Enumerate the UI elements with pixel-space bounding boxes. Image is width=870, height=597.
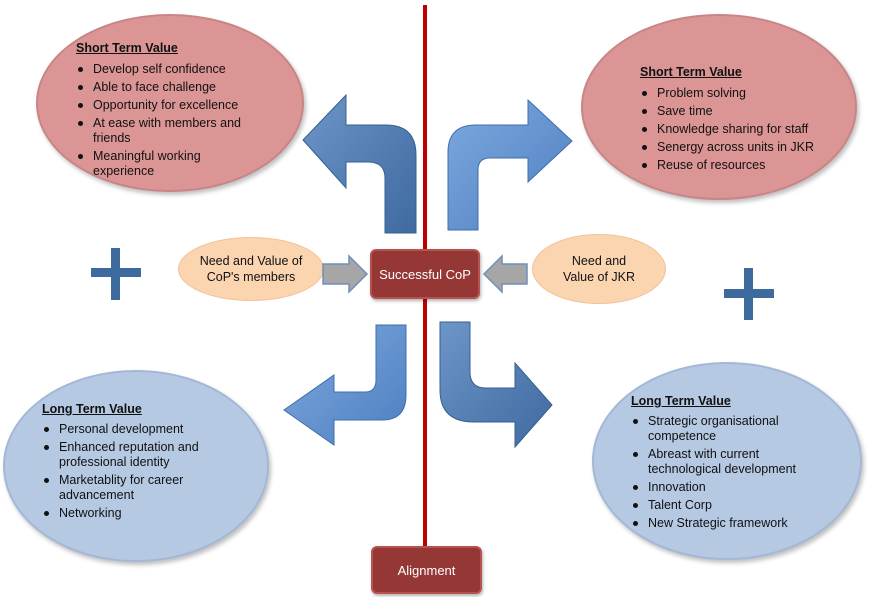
- list-item: Able to face challenge: [75, 80, 265, 95]
- arrow-down-left-icon: [283, 324, 407, 446]
- list-item: New Strategic framework: [630, 516, 822, 531]
- list-item: Networking: [41, 506, 223, 521]
- list-item: Personal development: [41, 422, 223, 437]
- list-item: At ease with members and friends: [75, 116, 265, 146]
- list-item: Marketablity for career advancement: [41, 473, 223, 503]
- left-need-label: Need and Value of CoP's members: [199, 254, 303, 284]
- top-right-value-list: Problem solving Save time Knowledge shar…: [639, 86, 839, 176]
- alignment-box: Alignment: [371, 546, 482, 594]
- top-left-panel-title: Short Term Value: [76, 41, 178, 55]
- list-item: Meaningful working experience: [75, 149, 265, 179]
- list-item: Senergy across units in JKR: [639, 140, 839, 155]
- successful-cop-box: Successful CoP: [370, 249, 480, 299]
- bottom-left-value-list: Personal development Enhanced reputation…: [41, 422, 223, 524]
- list-item: Strategic organisational competence: [630, 414, 822, 444]
- arrow-up-left-icon: [302, 93, 417, 234]
- plus-right-icon: [724, 268, 774, 320]
- list-item: Reuse of resources: [639, 158, 839, 173]
- plus-left-icon: [91, 248, 141, 300]
- list-item: Enhanced reputation and professional ide…: [41, 440, 223, 470]
- list-item: Abreast with current technological devel…: [630, 447, 822, 477]
- arrow-right-small-icon: [322, 254, 369, 294]
- bottom-right-value-ellipse: [592, 362, 862, 560]
- bottom-left-value-ellipse: [3, 370, 269, 562]
- list-item: Opportunity for excellence: [75, 98, 265, 113]
- top-right-value-ellipse: [581, 14, 857, 200]
- arrow-up-right-icon: [447, 98, 573, 231]
- list-item: Talent Corp: [630, 498, 822, 513]
- right-need-label: Need and Value of JKR: [562, 254, 636, 284]
- top-left-value-list: Develop self confidence Able to face cha…: [75, 62, 265, 182]
- list-item: Develop self confidence: [75, 62, 265, 77]
- list-item: Problem solving: [639, 86, 839, 101]
- bottom-right-panel-title: Long Term Value: [631, 394, 731, 408]
- list-item: Save time: [639, 104, 839, 119]
- bottom-left-panel-title: Long Term Value: [42, 402, 142, 416]
- top-right-panel-title: Short Term Value: [640, 65, 742, 79]
- list-item: Innovation: [630, 480, 822, 495]
- left-need-ellipse: [178, 237, 324, 301]
- arrow-left-small-icon: [482, 254, 528, 294]
- arrow-down-right-icon: [439, 321, 553, 449]
- bottom-right-value-list: Strategic organisational competence Abre…: [630, 414, 822, 534]
- right-need-ellipse: [532, 234, 666, 304]
- list-item: Knowledge sharing for staff: [639, 122, 839, 137]
